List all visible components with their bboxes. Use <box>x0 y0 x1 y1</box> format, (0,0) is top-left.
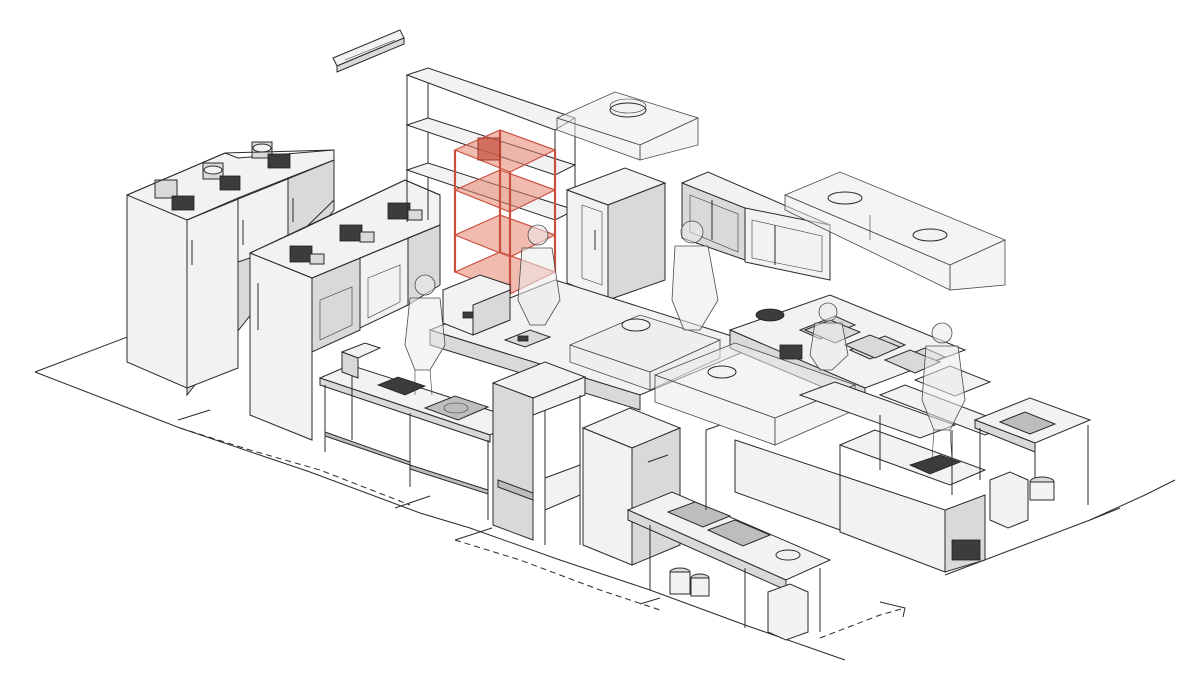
tall-refrigerator-bank <box>126 141 335 397</box>
chef-figures <box>404 220 966 461</box>
base-cabinets-cook-line <box>734 381 987 573</box>
exhaust-hood-front <box>653 342 857 446</box>
shelving-rack-icon <box>453 129 557 295</box>
exhaust-hood-right <box>783 171 1007 291</box>
front-sink-station <box>626 424 832 641</box>
prep-table-sink-right <box>973 397 1092 529</box>
refrigerator-bank-center <box>249 179 441 441</box>
wall-light-fixture <box>332 29 405 73</box>
chef-figure <box>921 322 966 461</box>
chef-figure <box>517 224 561 326</box>
chef-figure <box>809 302 849 371</box>
chef-figure <box>404 274 446 396</box>
dishwasher-cabinet <box>581 407 682 566</box>
exhaust-hood-back <box>555 91 700 161</box>
chef-figure <box>671 220 719 331</box>
floor-outline <box>34 299 1176 661</box>
small-work-table <box>491 361 587 545</box>
